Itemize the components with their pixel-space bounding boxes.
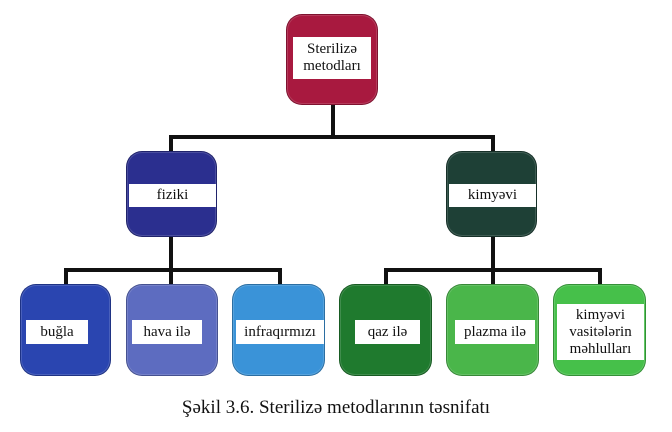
branch-node-kimyevi-label: kimyəvi [449,184,536,207]
leaf-node-kimyevi-vasiteler: kimyəvi vasitələrin məhlulları [553,284,646,376]
root-node: Sterilizə metodları [286,14,378,105]
leaf-node-infraqirmizi: infraqırmızı [232,284,325,376]
connector-lines [64,103,602,286]
leaf-node-kimyevi-vasiteler-label: kimyəvi vasitələrin məhlulları [557,304,644,360]
leaf-node-hava-ile: hava ilə [126,284,218,376]
branch-node-fiziki: fiziki [126,151,217,237]
leaf-node-qaz-ile-label: qaz ilə [355,320,420,344]
leaf-node-qaz-ile: qaz ilə [339,284,432,376]
leaf-node-bugla: buğla [20,284,111,376]
leaf-node-plazma-ile-label: plazma ilə [455,320,535,344]
leaf-node-hava-ile-label: hava ilə [132,320,202,344]
branch-node-fiziki-label: fiziki [129,184,216,207]
root-node-label: Sterilizə metodları [293,37,371,79]
figure-caption: Şəkil 3.6. Sterilizə metodlarının təsnif… [181,397,491,418]
leaf-node-infraqirmizi-label: infraqırmızı [236,320,324,344]
leaf-node-bugla-label: buğla [26,320,88,344]
leaf-node-plazma-ile: plazma ilə [446,284,539,376]
branch-node-kimyevi: kimyəvi [446,151,537,237]
